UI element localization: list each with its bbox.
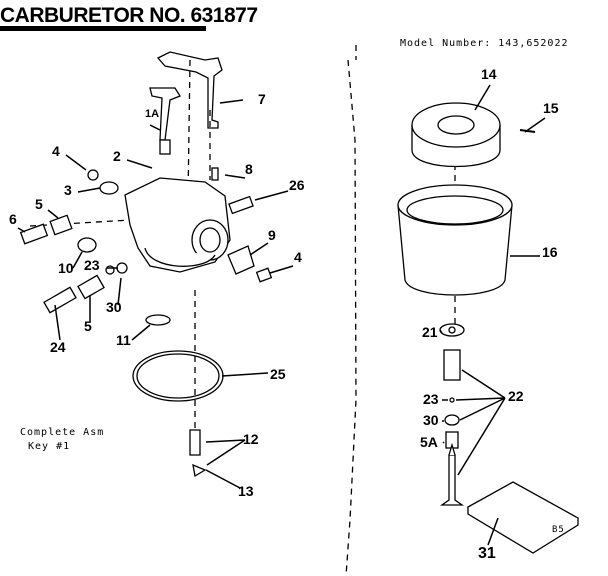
part-label: 1A xyxy=(145,108,160,120)
diagram-title: CARBURETOR NO. 631877 xyxy=(0,4,258,27)
leader-arrows xyxy=(17,84,546,546)
part-label: 24 xyxy=(50,339,66,355)
bowl-gasket xyxy=(132,350,224,402)
note-key: Key #1 xyxy=(28,441,71,452)
part-label: 7 xyxy=(258,91,266,107)
part-label: 3 xyxy=(64,182,72,198)
part-label: 25 xyxy=(270,366,286,382)
part-label: 9 xyxy=(268,227,276,243)
page-code: B5 xyxy=(552,525,565,535)
part-label: 30 xyxy=(106,299,122,315)
part-label: 6 xyxy=(9,211,17,227)
part-label: 8 xyxy=(245,161,253,177)
float-bowl xyxy=(397,184,513,296)
carburetor-body xyxy=(124,139,231,273)
part-label: 16 xyxy=(542,244,558,260)
float xyxy=(411,102,536,168)
part-label: 12 xyxy=(243,431,259,447)
part-label: 10 xyxy=(58,260,74,276)
part-label: 4 xyxy=(52,143,60,159)
title-underline xyxy=(0,26,206,31)
part-label: 22 xyxy=(508,388,524,404)
model-number: Model Number: 143,652022 xyxy=(400,38,569,49)
part-label: 2 xyxy=(113,148,121,164)
part-label: 26 xyxy=(289,177,305,193)
part-label: 13 xyxy=(238,483,254,499)
note-complete-asm: Complete Asm xyxy=(20,427,105,438)
part-label: 21 xyxy=(422,324,438,340)
part-label: 4 xyxy=(294,249,302,265)
part-label: 14 xyxy=(481,66,497,82)
small-parts xyxy=(19,169,273,478)
part-label: 23 xyxy=(423,391,439,407)
part-label: 30 xyxy=(423,412,439,428)
throttle-linkage xyxy=(149,51,223,141)
part-label: 5A xyxy=(420,434,438,450)
part-label: 5 xyxy=(84,318,92,334)
part-label: 5 xyxy=(35,196,43,212)
part-label: 31 xyxy=(478,545,496,562)
air-filter-pad xyxy=(466,481,580,554)
part-label: 15 xyxy=(543,100,559,116)
part-label: 11 xyxy=(116,332,131,348)
part-label: 23 xyxy=(84,257,100,273)
bowl-parts xyxy=(439,323,465,506)
